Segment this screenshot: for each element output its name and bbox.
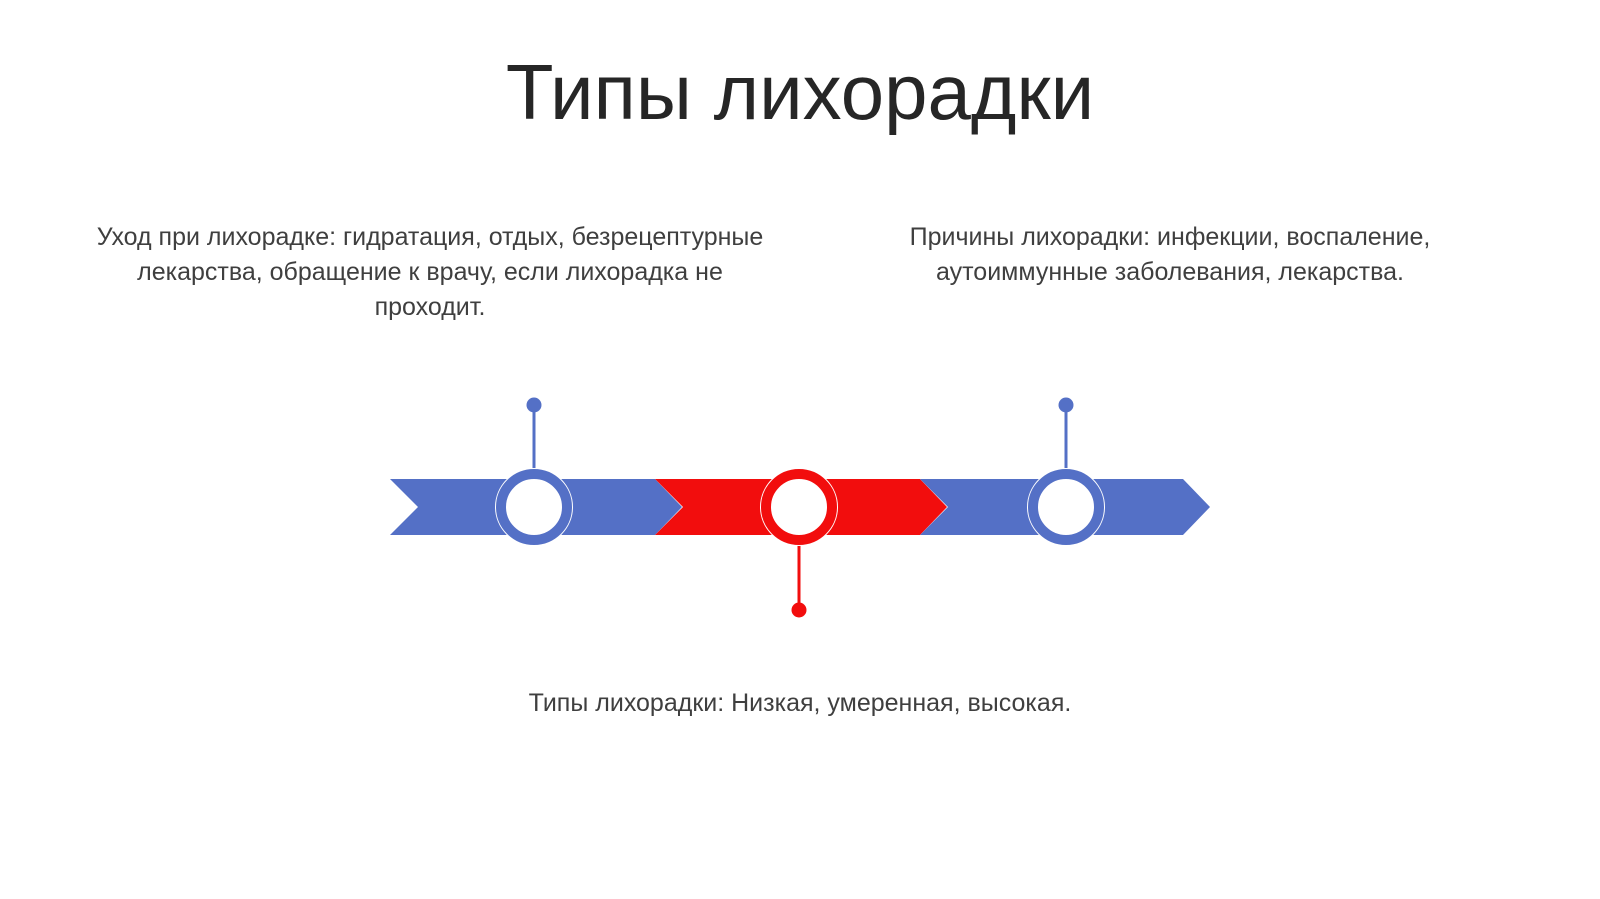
timeline-label-causes: Причины лихорадки: инфекции, воспаление,… [909, 223, 1431, 286]
timeline-milestone-3 [1027, 468, 1105, 546]
slide-title: Типы лихорадки [505, 48, 1095, 136]
timeline-label-types: Типы лихорадки: Низкая, умеренная, высок… [528, 689, 1072, 717]
timeline-pin-dot-3 [1058, 397, 1074, 413]
timeline-pin-dot-1 [526, 397, 542, 413]
timeline-milestone-2 [760, 468, 838, 546]
timeline-label-care: Уход при лихорадке: гидратация, отдых, б… [96, 223, 764, 321]
timeline-pin-dot-2 [791, 602, 807, 618]
timeline-milestone-1 [495, 468, 573, 546]
